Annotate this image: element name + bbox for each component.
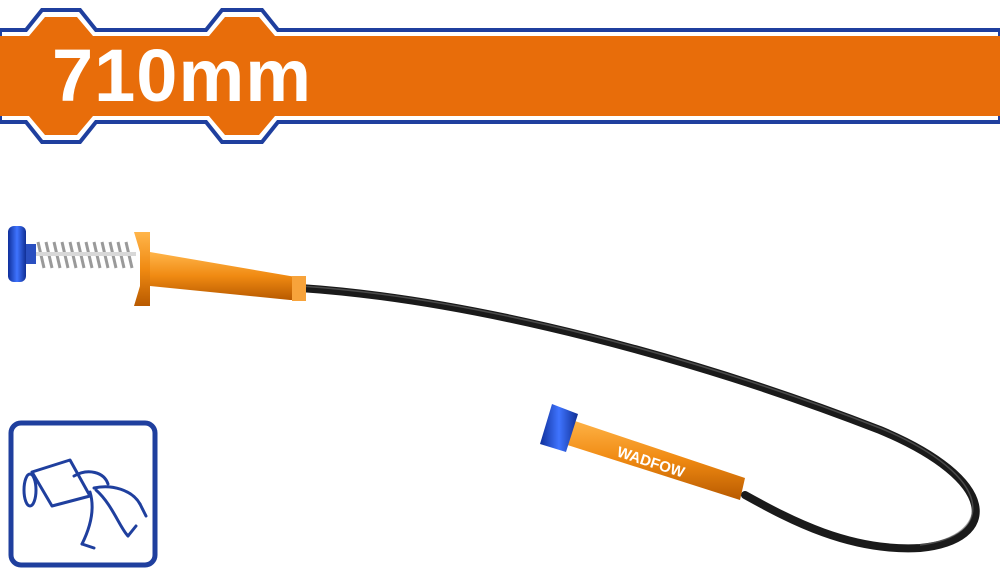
claw-end-assembly: WADFOW xyxy=(540,404,745,500)
claw-end-tube xyxy=(558,418,745,500)
claw-pickup-icon xyxy=(8,420,158,568)
banner-fill xyxy=(0,17,1000,135)
claw-end-cap xyxy=(540,404,578,452)
cable-highlight xyxy=(299,285,974,546)
flexible-cable xyxy=(296,284,980,553)
icon-frame xyxy=(8,420,158,568)
handle-tube xyxy=(150,252,306,300)
icon-claw-prong-1 xyxy=(80,490,94,546)
finger-grip xyxy=(134,232,150,306)
length-label: 710mm xyxy=(52,34,313,117)
icon-claw-prong-2 xyxy=(94,488,130,538)
plunger-cap xyxy=(8,226,26,282)
plunger-assembly xyxy=(8,226,306,306)
icon-claw-prong-3 xyxy=(92,485,142,506)
banner xyxy=(0,8,1000,144)
